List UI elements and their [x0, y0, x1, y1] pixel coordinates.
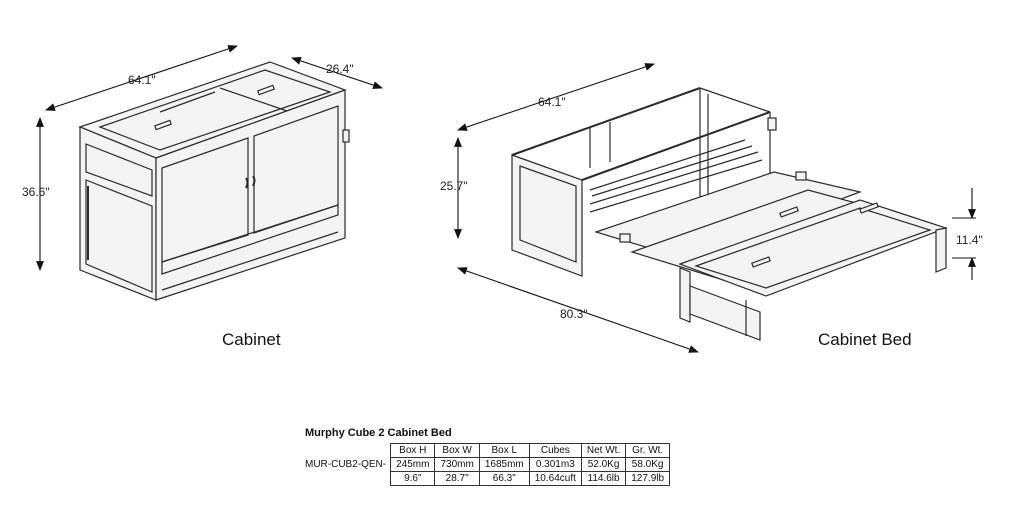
cabinet-depth-label: 26.4" — [326, 62, 354, 76]
table-cell: 58.0Kg — [625, 457, 671, 472]
spec-title: Murphy Cube 2 Cabinet Bed — [305, 427, 452, 439]
cabinet-bed-caption: Cabinet Bed — [818, 330, 912, 349]
cabinet-bed-illustration — [454, 63, 976, 353]
bed-width-label: 64.1" — [538, 95, 566, 109]
bed-height-label: 25.7" — [440, 179, 468, 193]
bed-platform-label: 11.4" — [956, 233, 983, 247]
bed-length-label: 80.3" — [560, 307, 588, 321]
table-cell: 730mm — [434, 457, 480, 472]
header-cell: Gr. Wt. — [625, 443, 671, 458]
table-cell: 28.7" — [434, 471, 480, 486]
table-row: Box H Box W Box L Cubes Net Wt. Gr. Wt. — [305, 443, 671, 458]
cabinet-width-label: 64.1" — [128, 73, 156, 87]
header-cell: Box W — [434, 443, 480, 458]
table-cell: 52.0Kg — [580, 457, 627, 472]
table-cell: 0.301m3 — [528, 457, 582, 472]
table-cell: 245mm — [390, 457, 436, 472]
header-cell: Box H — [390, 443, 436, 458]
cabinet-illustration — [36, 45, 383, 301]
table-row: 9.6" 28.7" 66.3" 10.64cuft 114.6lb 127.9… — [305, 471, 671, 486]
table-cell: 9.6" — [390, 471, 436, 486]
table-cell: 10.64cuft — [528, 471, 582, 486]
header-cell: Box L — [478, 443, 530, 458]
spec-table: Box H Box W Box L Cubes Net Wt. Gr. Wt. … — [305, 443, 671, 486]
model-number: MUR-CUB2-QEN- — [305, 459, 387, 470]
table-cell: 114.6lb — [580, 471, 627, 486]
header-cell: Net Wt. — [580, 443, 627, 458]
cabinet-caption: Cabinet — [222, 330, 281, 349]
table-row: MUR-CUB2-QEN- 245mm 730mm 1685mm 0.301m3… — [305, 457, 671, 472]
table-cell: 66.3" — [478, 471, 530, 486]
table-cell: 127.9lb — [625, 471, 671, 486]
header-cell: Cubes — [528, 443, 582, 458]
cabinet-height-label: 36.6" — [22, 185, 50, 199]
spec-block: Murphy Cube 2 Cabinet Bed Box H Box W Bo… — [305, 427, 671, 486]
table-cell: 1685mm — [478, 457, 530, 472]
